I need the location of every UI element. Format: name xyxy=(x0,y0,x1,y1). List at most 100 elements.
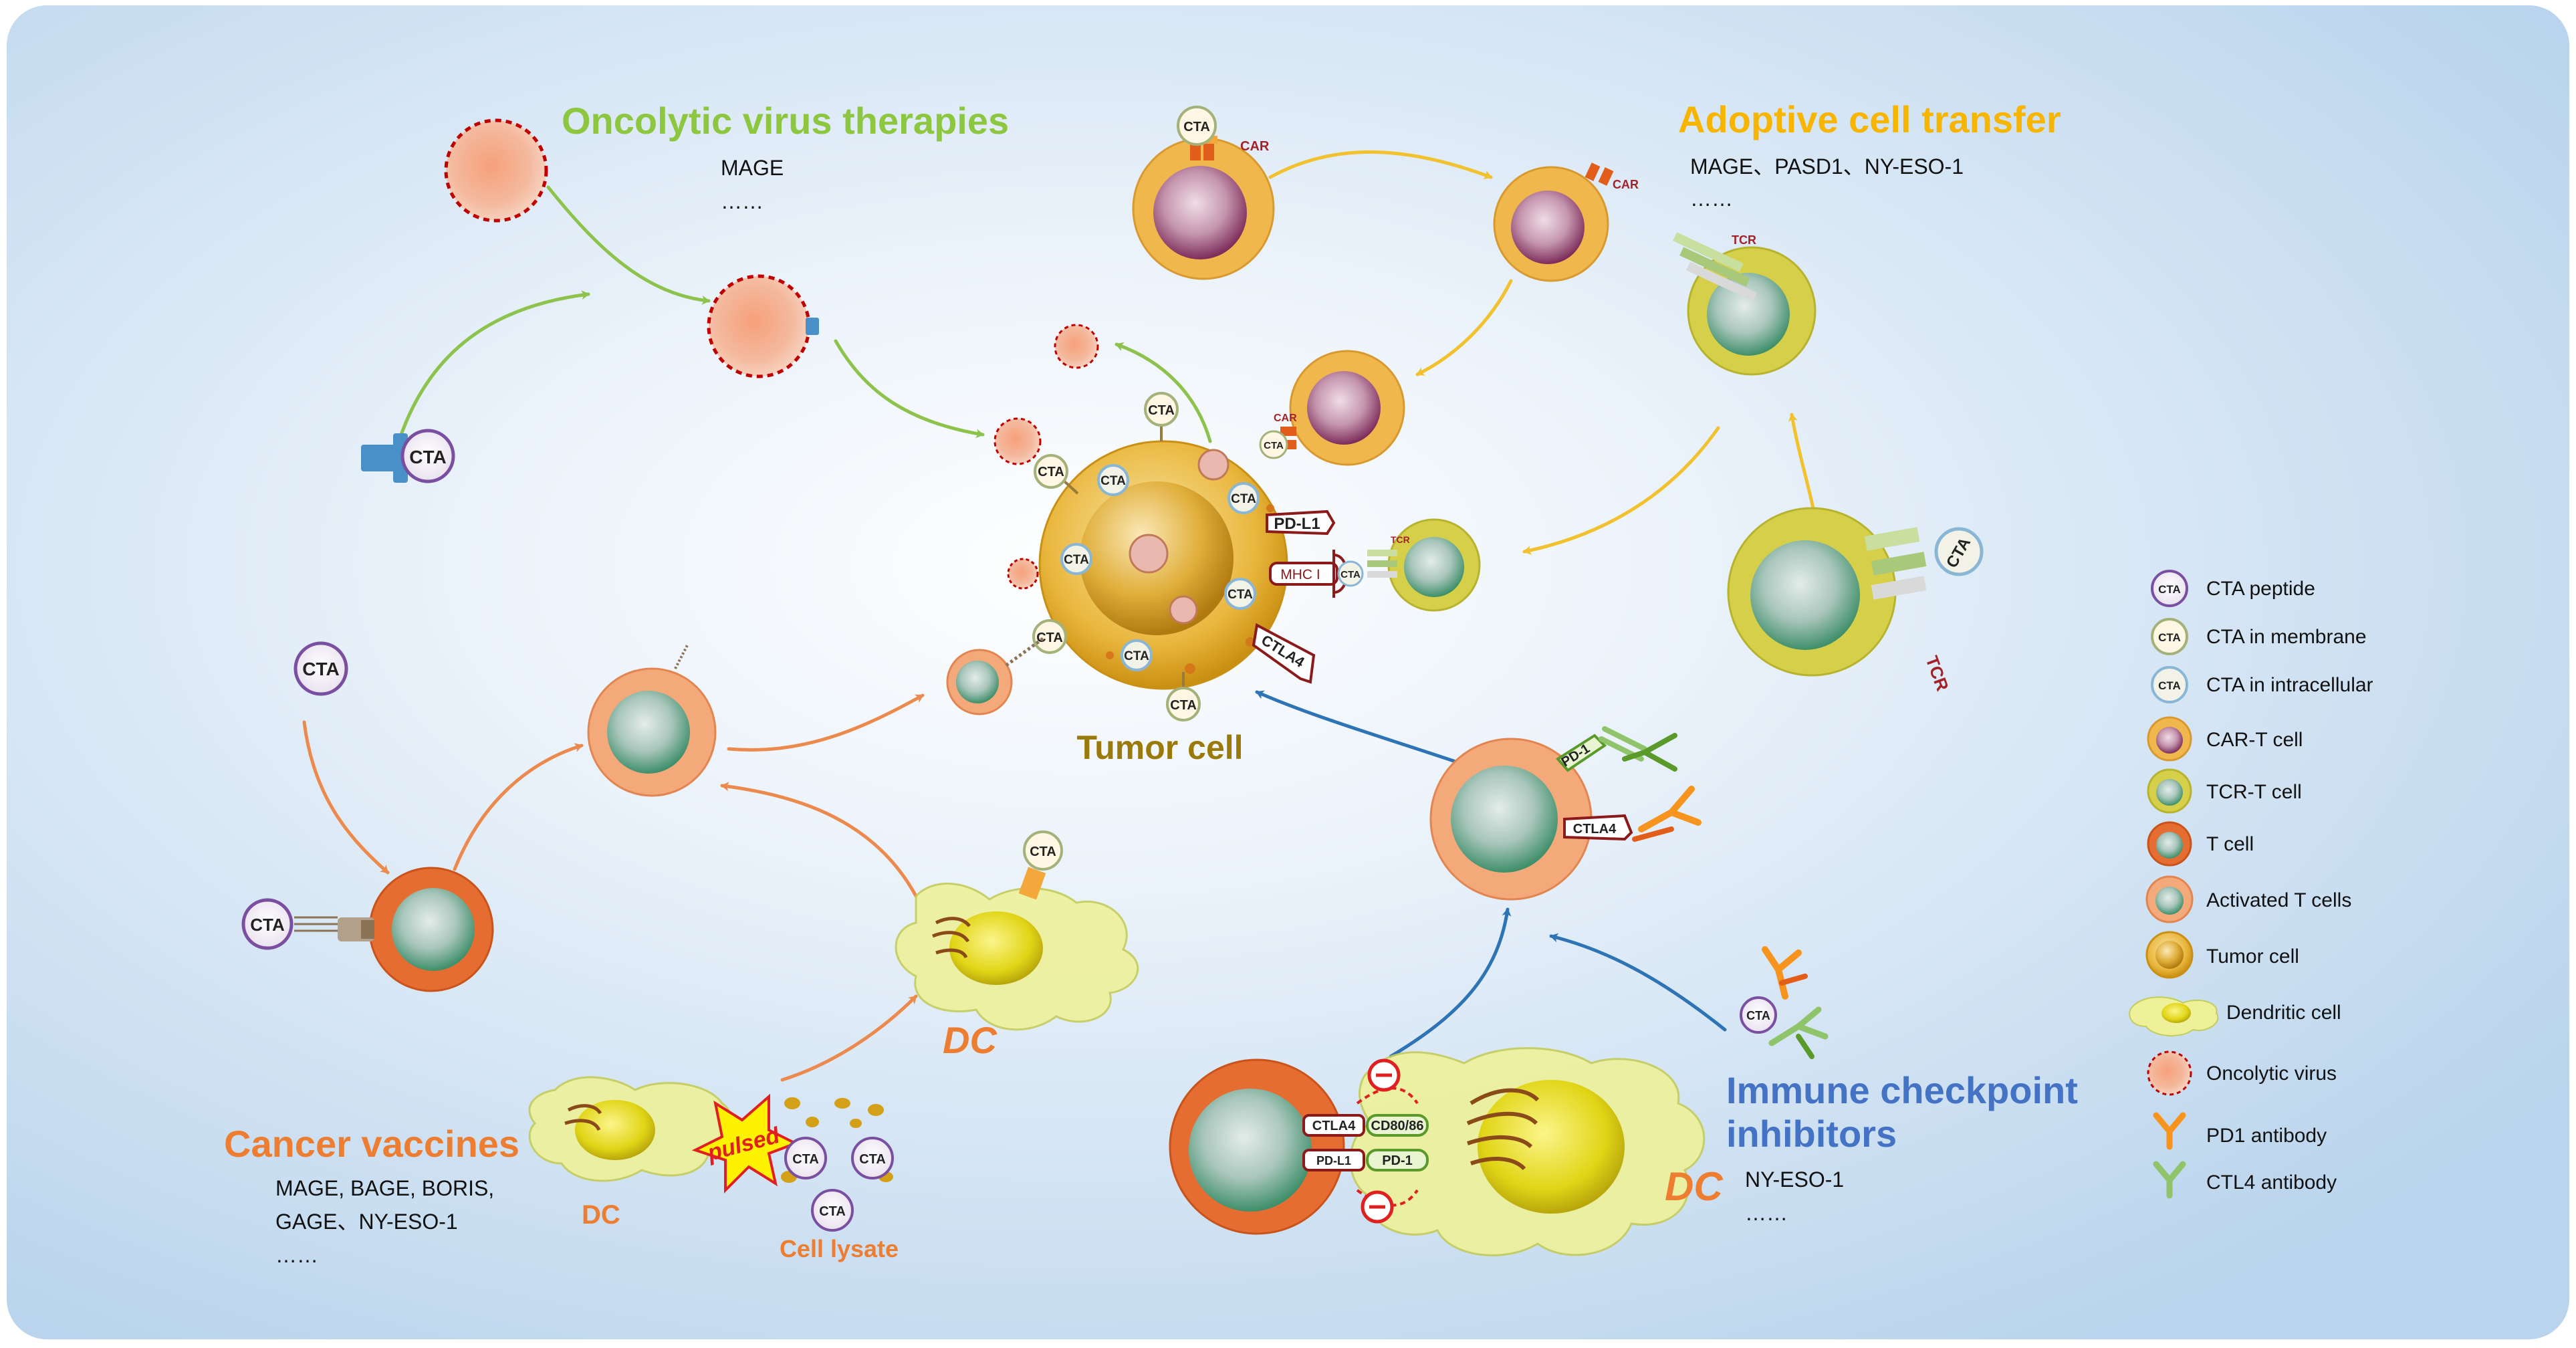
arrow-antibody-to-activated xyxy=(1549,933,1727,1032)
pd1-antibody-1 xyxy=(1632,786,1702,842)
legend-icon-cta-intra: CTA xyxy=(2151,666,2188,703)
svg-text:CTA: CTA xyxy=(792,1152,819,1167)
vaccines-item-3: …… xyxy=(275,1243,318,1267)
car-label: CAR xyxy=(1240,139,1270,154)
svg-text:CTA: CTA xyxy=(1030,845,1056,859)
arrow-tumor-release-virus xyxy=(1115,342,1212,443)
svg-text:CTA: CTA xyxy=(1746,1009,1770,1022)
car-t-cell-3: CAR CTA xyxy=(1259,350,1405,466)
mhc-molecule: MHC I CTA xyxy=(1269,550,1364,598)
cta-label: CTA xyxy=(409,447,446,467)
svg-text:PD-L1: PD-L1 xyxy=(1316,1154,1351,1167)
legend-label-virus: Oncolytic virus xyxy=(2206,1062,2337,1085)
cell-lysate: CTA CTA CTA xyxy=(781,1097,894,1232)
checkpoint-title-line1: Immune checkpoint xyxy=(1726,1069,2078,1111)
legend-icon-cta-membrane: CTA xyxy=(2151,618,2188,655)
svg-text:CTA: CTA xyxy=(1036,631,1063,645)
legend-label-activated-t: Activated T cells xyxy=(2206,889,2351,911)
legend-icon-tumor xyxy=(2145,931,2194,979)
dc-label-checkpoint: DC xyxy=(1665,1164,1724,1209)
dc-label-vaccine: DC xyxy=(943,1019,998,1061)
dendritic-cell-pulsed xyxy=(528,1076,733,1182)
svg-text:CTA: CTA xyxy=(859,1152,886,1167)
arrow-activated-to-tumor-blue xyxy=(1255,690,1459,764)
arrow-tcell-to-activated xyxy=(453,743,584,871)
tumor-cta-intra-2: CTA xyxy=(1060,543,1092,575)
arrow-cta-to-virus xyxy=(399,290,590,437)
svg-text:CD80/86: CD80/86 xyxy=(1371,1119,1424,1133)
legend-icon-car-t xyxy=(2147,716,2192,762)
arrow-virus-to-virus xyxy=(546,185,711,305)
activated-t-cell-small xyxy=(946,637,1044,715)
adoptive-title: Adoptive cell transfer xyxy=(1678,98,2061,140)
svg-text:CTA: CTA xyxy=(819,1204,846,1219)
oncolytic-item-2: …… xyxy=(721,189,764,213)
legend-icon-ctl4-antibody xyxy=(2153,1161,2186,1199)
dc-label-pulsed: DC xyxy=(582,1200,620,1230)
svg-text:CTA: CTA xyxy=(1100,474,1126,488)
legend-label-ctl4-antibody: CTL4 antibody xyxy=(2206,1171,2337,1194)
ctla4-label-checkpoint: CTLA4 xyxy=(1573,822,1617,836)
legend-icon-activated-t xyxy=(2145,875,2194,923)
tumor-cta-membrane-2: CTA xyxy=(1034,454,1079,495)
oncolytic-virus-3 xyxy=(1054,324,1099,369)
car-t-cell-2: CAR xyxy=(1493,162,1639,282)
svg-text:CTLA4: CTLA4 xyxy=(1312,1119,1356,1133)
activated-t-cell-vaccine xyxy=(587,645,717,797)
tumor-cta-membrane-4: CTA xyxy=(1166,672,1201,721)
pulsed-star: pulsed xyxy=(691,1093,799,1194)
svg-text:CTA: CTA xyxy=(1038,465,1064,479)
svg-text:CTA: CTA xyxy=(2158,679,2181,692)
svg-text:PD-1: PD-1 xyxy=(1382,1153,1413,1168)
activated-t-cell-checkpoint: PD-1 CTLA4 xyxy=(1429,734,1633,901)
arrow-virus-to-tumor xyxy=(834,339,985,439)
oncolytic-title: Oncolytic virus therapies xyxy=(562,100,1009,142)
cta-virus-receptor: CTA xyxy=(361,429,455,483)
oncolytic-virus-4 xyxy=(993,417,1042,465)
svg-text:CTA: CTA xyxy=(1148,403,1175,418)
dendritic-cell-vaccine: CTA xyxy=(895,830,1139,1031)
oncolytic-virus-5 xyxy=(1007,558,1039,590)
legend-label-tumor: Tumor cell xyxy=(2206,945,2299,968)
pd1-antibody-2 xyxy=(1762,946,1808,1000)
inhibition-icon-bottom xyxy=(1361,1190,1394,1224)
svg-text:CTA: CTA xyxy=(1183,120,1210,134)
legend-label-pd1-antibody: PD1 antibody xyxy=(2206,1125,2327,1147)
checkpoint-item-2: …… xyxy=(1745,1201,1788,1225)
background-panel xyxy=(7,5,2569,1339)
legend-icon-cta-peptide: CTA xyxy=(2151,570,2188,607)
tumor-cta-intra-3: CTA xyxy=(1227,482,1260,514)
checkpoint-title-line2: inhibitors xyxy=(1726,1113,1897,1155)
tumor-cta-intra-4: CTA xyxy=(1224,578,1256,610)
legend-icon-pd1-antibody xyxy=(2153,1112,2186,1150)
svg-text:CAR: CAR xyxy=(1613,178,1639,191)
arrow-car-activation xyxy=(1268,150,1493,180)
pdl1-molecule: PD-L1 xyxy=(1266,510,1336,536)
oncolytic-item-1: MAGE xyxy=(721,156,784,180)
tcr-t-cell-3: CTA TCR xyxy=(1727,507,1984,693)
synapse-molecules: CTLA4 CD80/86 PD-L1 PD-1 xyxy=(1302,1087,1429,1207)
svg-text:CTA: CTA xyxy=(1340,569,1361,580)
svg-text:MHC I: MHC I xyxy=(1280,567,1320,582)
tumor-cta-intra-5: CTA xyxy=(1121,639,1153,671)
svg-text:CTA: CTA xyxy=(2158,631,2181,644)
inhibition-icon-top xyxy=(1367,1058,1401,1092)
oncolytic-virus-2 xyxy=(707,274,819,378)
svg-text:TCR: TCR xyxy=(1391,534,1410,545)
legend-icon-t-cell xyxy=(2147,821,2192,867)
cta-checkpoint: CTA xyxy=(1740,996,1777,1034)
t-cell-synapse xyxy=(1169,1058,1345,1235)
legend-label-dendritic: Dendritic cell xyxy=(2226,1002,2341,1024)
legend-label-car-t: CAR-T cell xyxy=(2206,729,2303,751)
svg-text:CTA: CTA xyxy=(250,915,285,935)
tumor-cell-label: Tumor cell xyxy=(1076,729,1243,766)
checkpoint-item-1: NY-ESO-1 xyxy=(1745,1167,1844,1192)
ctl4-antibody-1 xyxy=(1599,726,1677,772)
svg-text:PD-L1: PD-L1 xyxy=(1274,515,1320,533)
ctl4-antibody-2 xyxy=(1768,1006,1829,1059)
oncolytic-virus-1 xyxy=(444,118,548,223)
svg-text:CTA: CTA xyxy=(1264,440,1284,451)
legend-label-cta-peptide: CTA peptide xyxy=(2206,578,2315,600)
